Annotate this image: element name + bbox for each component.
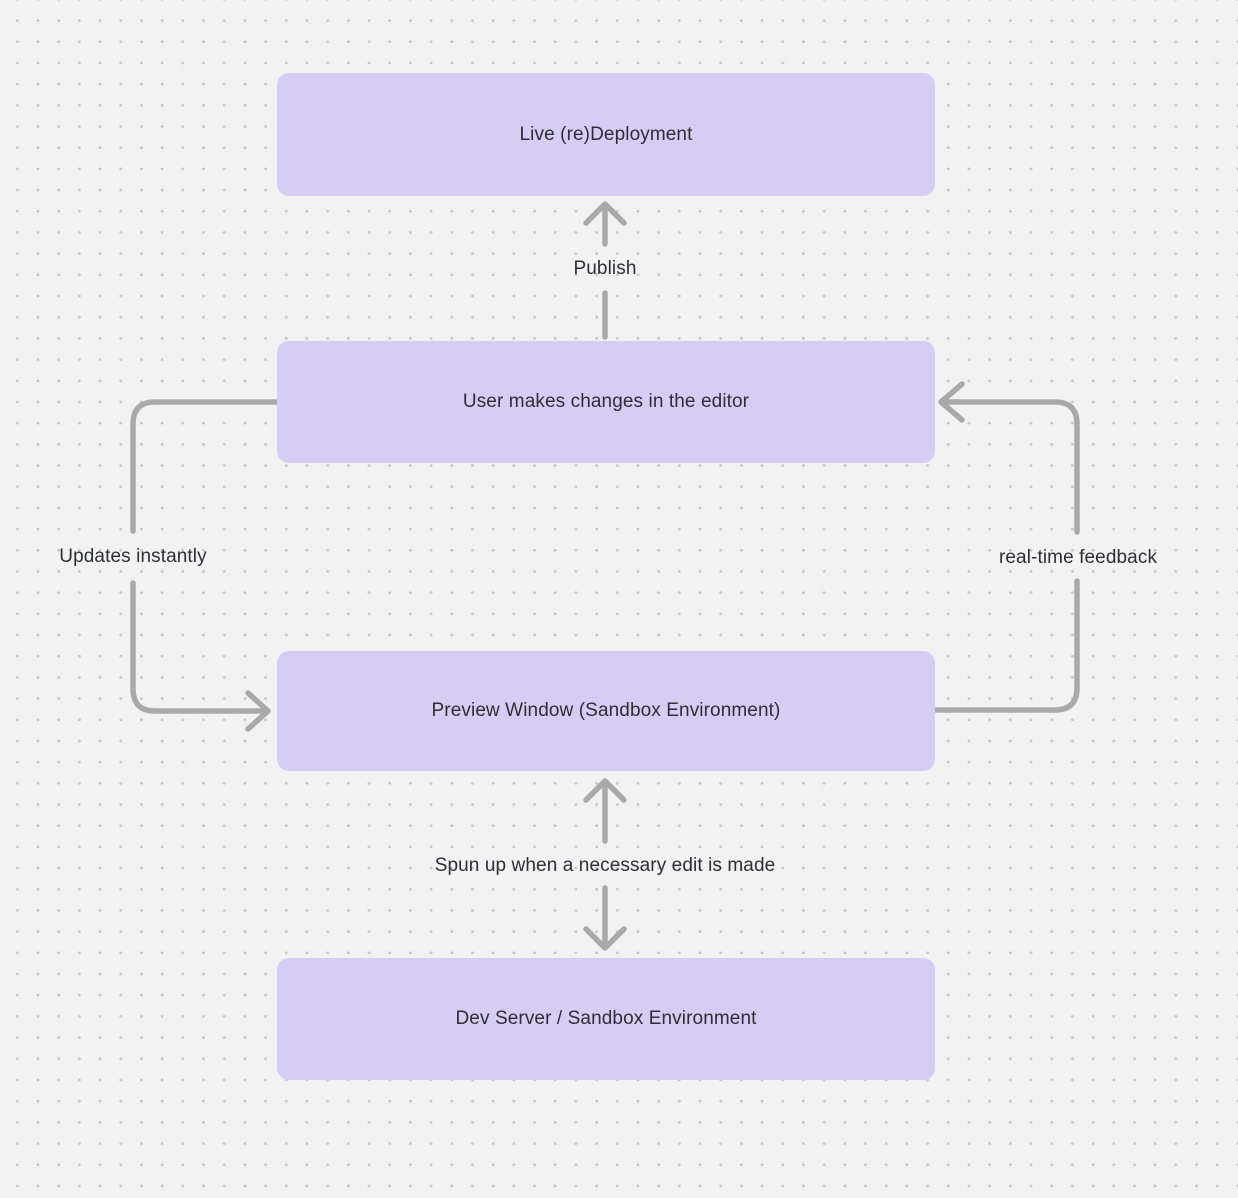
arrow-head-right xyxy=(245,690,271,732)
arrow-shaft xyxy=(130,580,265,714)
edge-label-real-time-feedback: real-time feedback xyxy=(998,547,1158,568)
node-live-redeployment[interactable]: Live (re)Deployment xyxy=(277,73,935,196)
node-preview-window[interactable]: Preview Window (Sandbox Environment) xyxy=(277,651,935,771)
node-label: Live (re)Deployment xyxy=(519,123,693,145)
edge-label-spun-up: Spun up when a necessary edit is made xyxy=(434,855,776,876)
arrow-shaft xyxy=(932,578,1080,713)
arrow-head-up xyxy=(583,201,627,226)
arrow-head-up xyxy=(583,778,627,803)
node-label: User makes changes in the editor xyxy=(462,391,750,412)
arrow-head-left xyxy=(938,381,965,423)
node-dev-server[interactable]: Dev Server / Sandbox Environment xyxy=(277,958,935,1080)
edge-label-publish: Publish xyxy=(573,258,637,279)
edge-label-updates-instantly: Updates instantly xyxy=(59,546,207,567)
node-label: Dev Server / Sandbox Environment xyxy=(455,1008,757,1029)
arrow-head-down xyxy=(583,926,627,951)
node-user-editor[interactable]: User makes changes in the editor xyxy=(277,341,935,463)
node-label: Preview Window (Sandbox Environment) xyxy=(431,700,781,721)
arrow-shaft xyxy=(944,399,1080,535)
arrow-shaft xyxy=(130,399,280,534)
